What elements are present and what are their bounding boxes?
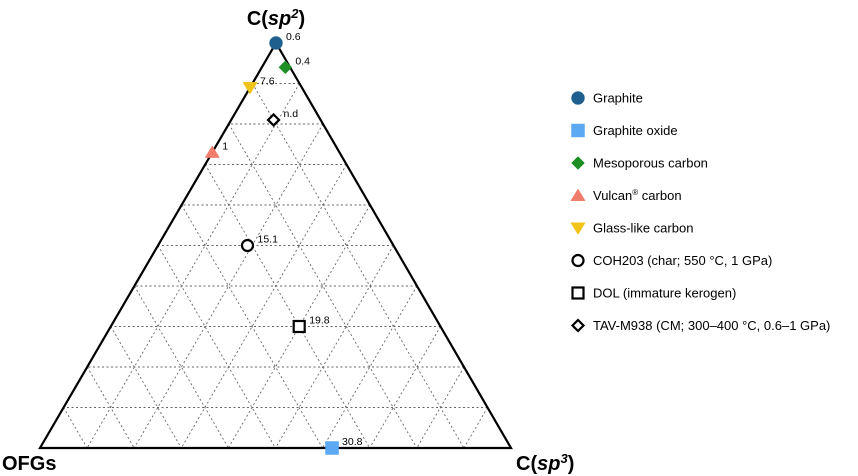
grid-line-right [416, 366, 465, 449]
data-label: 19.8 [309, 315, 330, 327]
data-point [269, 36, 283, 50]
data-point [240, 238, 255, 253]
data-point [242, 82, 258, 95]
legend-marker [571, 156, 585, 170]
grid-line-left [228, 123, 418, 449]
vertex-label-right: C(sp3) [516, 451, 574, 475]
grid-line-right [133, 123, 324, 449]
legend-marker [570, 222, 586, 235]
legend-marker [570, 188, 586, 201]
grid-line-right [180, 164, 347, 449]
grid-line-right [463, 407, 488, 449]
legend-label: Graphite oxide [593, 123, 678, 138]
ternary-grid [63, 83, 488, 449]
grid-line-right [86, 83, 300, 449]
legend-label: Mesoporous carbon [593, 156, 708, 171]
legend-label: Vulcan® carbon [593, 188, 682, 203]
grid-line-left [181, 204, 323, 449]
grid-line-left [86, 366, 135, 449]
grid-line-right [275, 245, 394, 449]
grid-line-right [369, 326, 441, 449]
legend-marker [571, 91, 585, 105]
grid-line-left [157, 245, 276, 449]
legend-marker [571, 253, 585, 268]
legend-label: COH203 (char; 550 °C, 1 GPa) [593, 253, 772, 268]
legend-label: TAV-M938 (CM; 300–400 °C, 0.6–1 GPa) [593, 318, 830, 333]
data-label: 7.6 [260, 76, 275, 88]
data-label: 1 [222, 140, 228, 152]
data-point [266, 112, 281, 128]
data-points: 0.6 30.8 0.4 1 7.6 15.1 19.8 n.d [204, 31, 363, 455]
vertex-label-top: C(sp2) [247, 6, 305, 30]
ternary-frame [38, 40, 513, 450]
data-point [325, 441, 339, 455]
legend-label: DOL (immature kerogen) [593, 286, 736, 301]
legend-label: Graphite [593, 91, 643, 106]
legend-marker [571, 286, 585, 300]
grid-line-left [63, 407, 88, 449]
legend-marker [571, 123, 585, 138]
grid-line-left [252, 83, 465, 449]
legend-label: Glass-like carbon [593, 221, 693, 236]
data-point [204, 145, 220, 158]
data-label: 30.8 [342, 436, 363, 448]
data-label: 15.1 [257, 234, 278, 246]
data-label: 0.4 [295, 55, 310, 67]
data-label: 0.6 [286, 31, 301, 43]
grid-line-left [110, 326, 182, 449]
vertex-label-left: OFGs [2, 453, 56, 475]
data-point [292, 319, 306, 334]
legend-marker [570, 318, 586, 333]
data-point [278, 60, 293, 75]
grid-line-left [204, 164, 371, 449]
data-label: n.d [284, 108, 299, 120]
